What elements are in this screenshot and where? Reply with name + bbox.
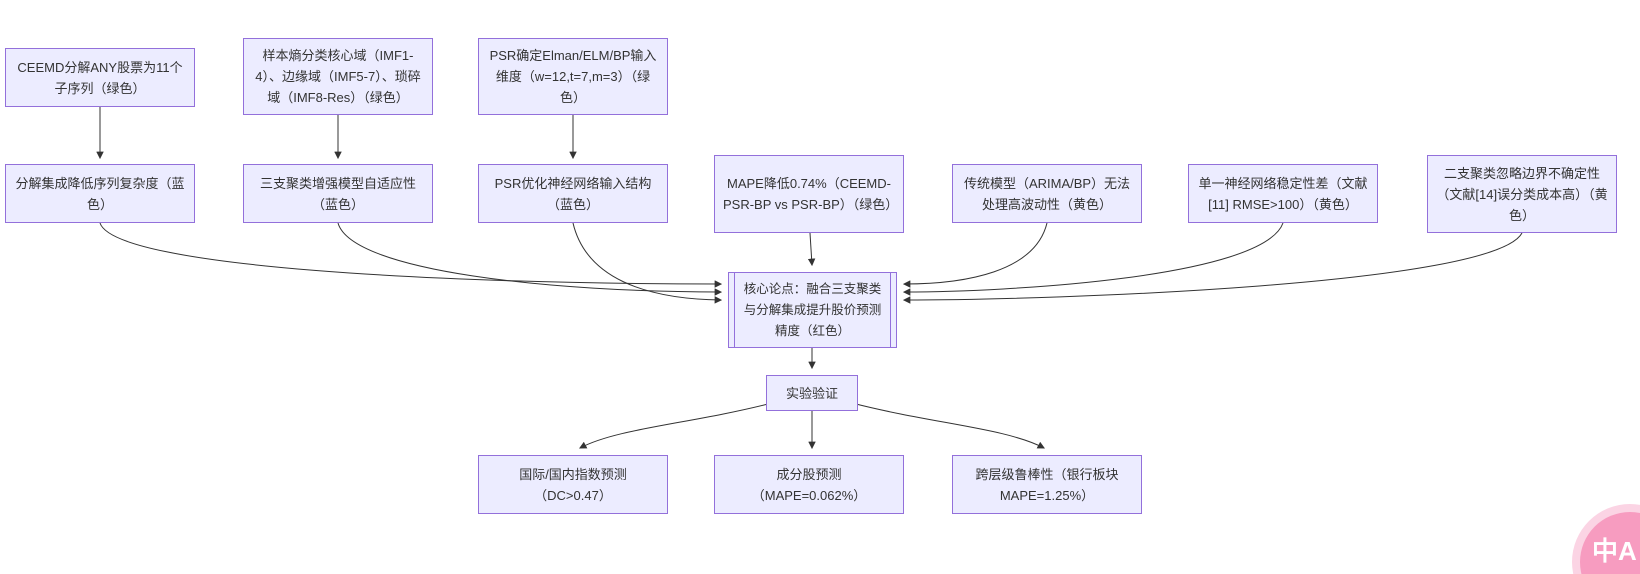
flow-node-mape-reduction: MAPE降低0.74%（CEEMD-PSR-BP vs PSR-BP）（绿色） bbox=[714, 155, 904, 233]
edge-complexity-to-core bbox=[99, 222, 723, 288]
edge-experiment-to-index bbox=[579, 402, 773, 449]
node-label: PSR确定Elman/ELM/BP输入维度（w=12,t=7,m=3）（绿色） bbox=[489, 48, 657, 105]
flow-node-cross-level-robust: 跨层级鲁棒性（银行板块 MAPE=1.25%） bbox=[952, 455, 1142, 514]
flow-node-core-thesis: 核心论点：融合三支聚类与分解集成提升股价预测精度（红色） bbox=[728, 272, 897, 348]
flow-node-traditional-limit: 传统模型（ARIMA/BP）无法处理高波动性（黄色） bbox=[952, 164, 1142, 223]
node-label: 实验验证 bbox=[785, 385, 838, 401]
flow-node-index-prediction: 国际/国内指数预测（DC>0.47） bbox=[478, 455, 668, 514]
flow-node-two-way-boundary: 二支聚类忽略边界不确定性（文献[14]误分类成本高）（黄色） bbox=[1427, 155, 1617, 233]
node-label: 三支聚类增强模型自适应性（蓝色） bbox=[259, 175, 416, 212]
flow-node-ceemd-decompose: CEEMD分解ANY股票为11个子序列（绿色） bbox=[5, 48, 195, 107]
flow-node-psr-structure: PSR优化神经网络输入结构（蓝色） bbox=[478, 164, 668, 223]
node-label: 成分股预测（MAPE=0.062%） bbox=[751, 466, 867, 503]
edge-singlenn-to-core bbox=[902, 222, 1284, 296]
node-label: PSR优化神经网络输入结构（蓝色） bbox=[494, 175, 652, 212]
flow-node-single-nn-unstable: 单一神经网络稳定性差（文献[11] RMSE>100）（黄色） bbox=[1188, 164, 1378, 223]
edge-experiment-to-robust bbox=[851, 402, 1045, 449]
node-label: 样本熵分类核心域（IMF1-4）、边缘域（IMF5-7）、琐碎域（IMF8-Re… bbox=[255, 48, 421, 105]
core-inner-border-left bbox=[734, 273, 735, 347]
node-label: 分解集成降低序列复杂度（蓝色） bbox=[15, 175, 185, 212]
flow-node-constituent-prediction: 成分股预测（MAPE=0.062%） bbox=[714, 455, 904, 514]
flow-node-decomp-complexity: 分解集成降低序列复杂度（蓝色） bbox=[5, 164, 195, 223]
node-label: 国际/国内指数预测（DC>0.47） bbox=[519, 466, 627, 503]
node-label: 二支聚类忽略边界不确定性（文献[14]误分类成本高）（黄色） bbox=[1436, 165, 1608, 223]
translate-badge-label: 中A bbox=[1592, 536, 1637, 566]
node-label: 跨层级鲁棒性（银行板块 MAPE=1.25%） bbox=[975, 466, 1119, 503]
node-label: CEEMD分解ANY股票为11个子序列（绿色） bbox=[17, 59, 183, 96]
node-label: 传统模型（ARIMA/BP）无法处理高波动性（黄色） bbox=[963, 175, 1131, 212]
node-label: 核心论点：融合三支聚类与分解集成提升股价预测精度（红色） bbox=[743, 281, 882, 338]
flow-node-psr-dimension: PSR确定Elman/ELM/BP输入维度（w=12,t=7,m=3）（绿色） bbox=[478, 38, 668, 115]
node-label: MAPE降低0.74%（CEEMD-PSR-BP vs PSR-BP）（绿色） bbox=[723, 176, 899, 212]
node-label: 单一神经网络稳定性差（文献[11] RMSE>100）（黄色） bbox=[1198, 175, 1368, 212]
flow-node-experiment: 实验验证 bbox=[766, 375, 858, 411]
edge-adaptive-to-core bbox=[337, 222, 723, 296]
edge-structure-to-core bbox=[572, 222, 723, 304]
core-inner-border-right bbox=[890, 273, 891, 347]
flow-node-three-way-adaptive: 三支聚类增强模型自适应性（蓝色） bbox=[243, 164, 433, 223]
edge-mape-to-core bbox=[807, 232, 816, 267]
edge-twoway-to-core bbox=[902, 232, 1523, 304]
flow-node-sample-entropy: 样本熵分类核心域（IMF1-4）、边缘域（IMF5-7）、琐碎域（IMF8-Re… bbox=[243, 38, 433, 115]
edge-traditional-to-core bbox=[902, 222, 1048, 288]
